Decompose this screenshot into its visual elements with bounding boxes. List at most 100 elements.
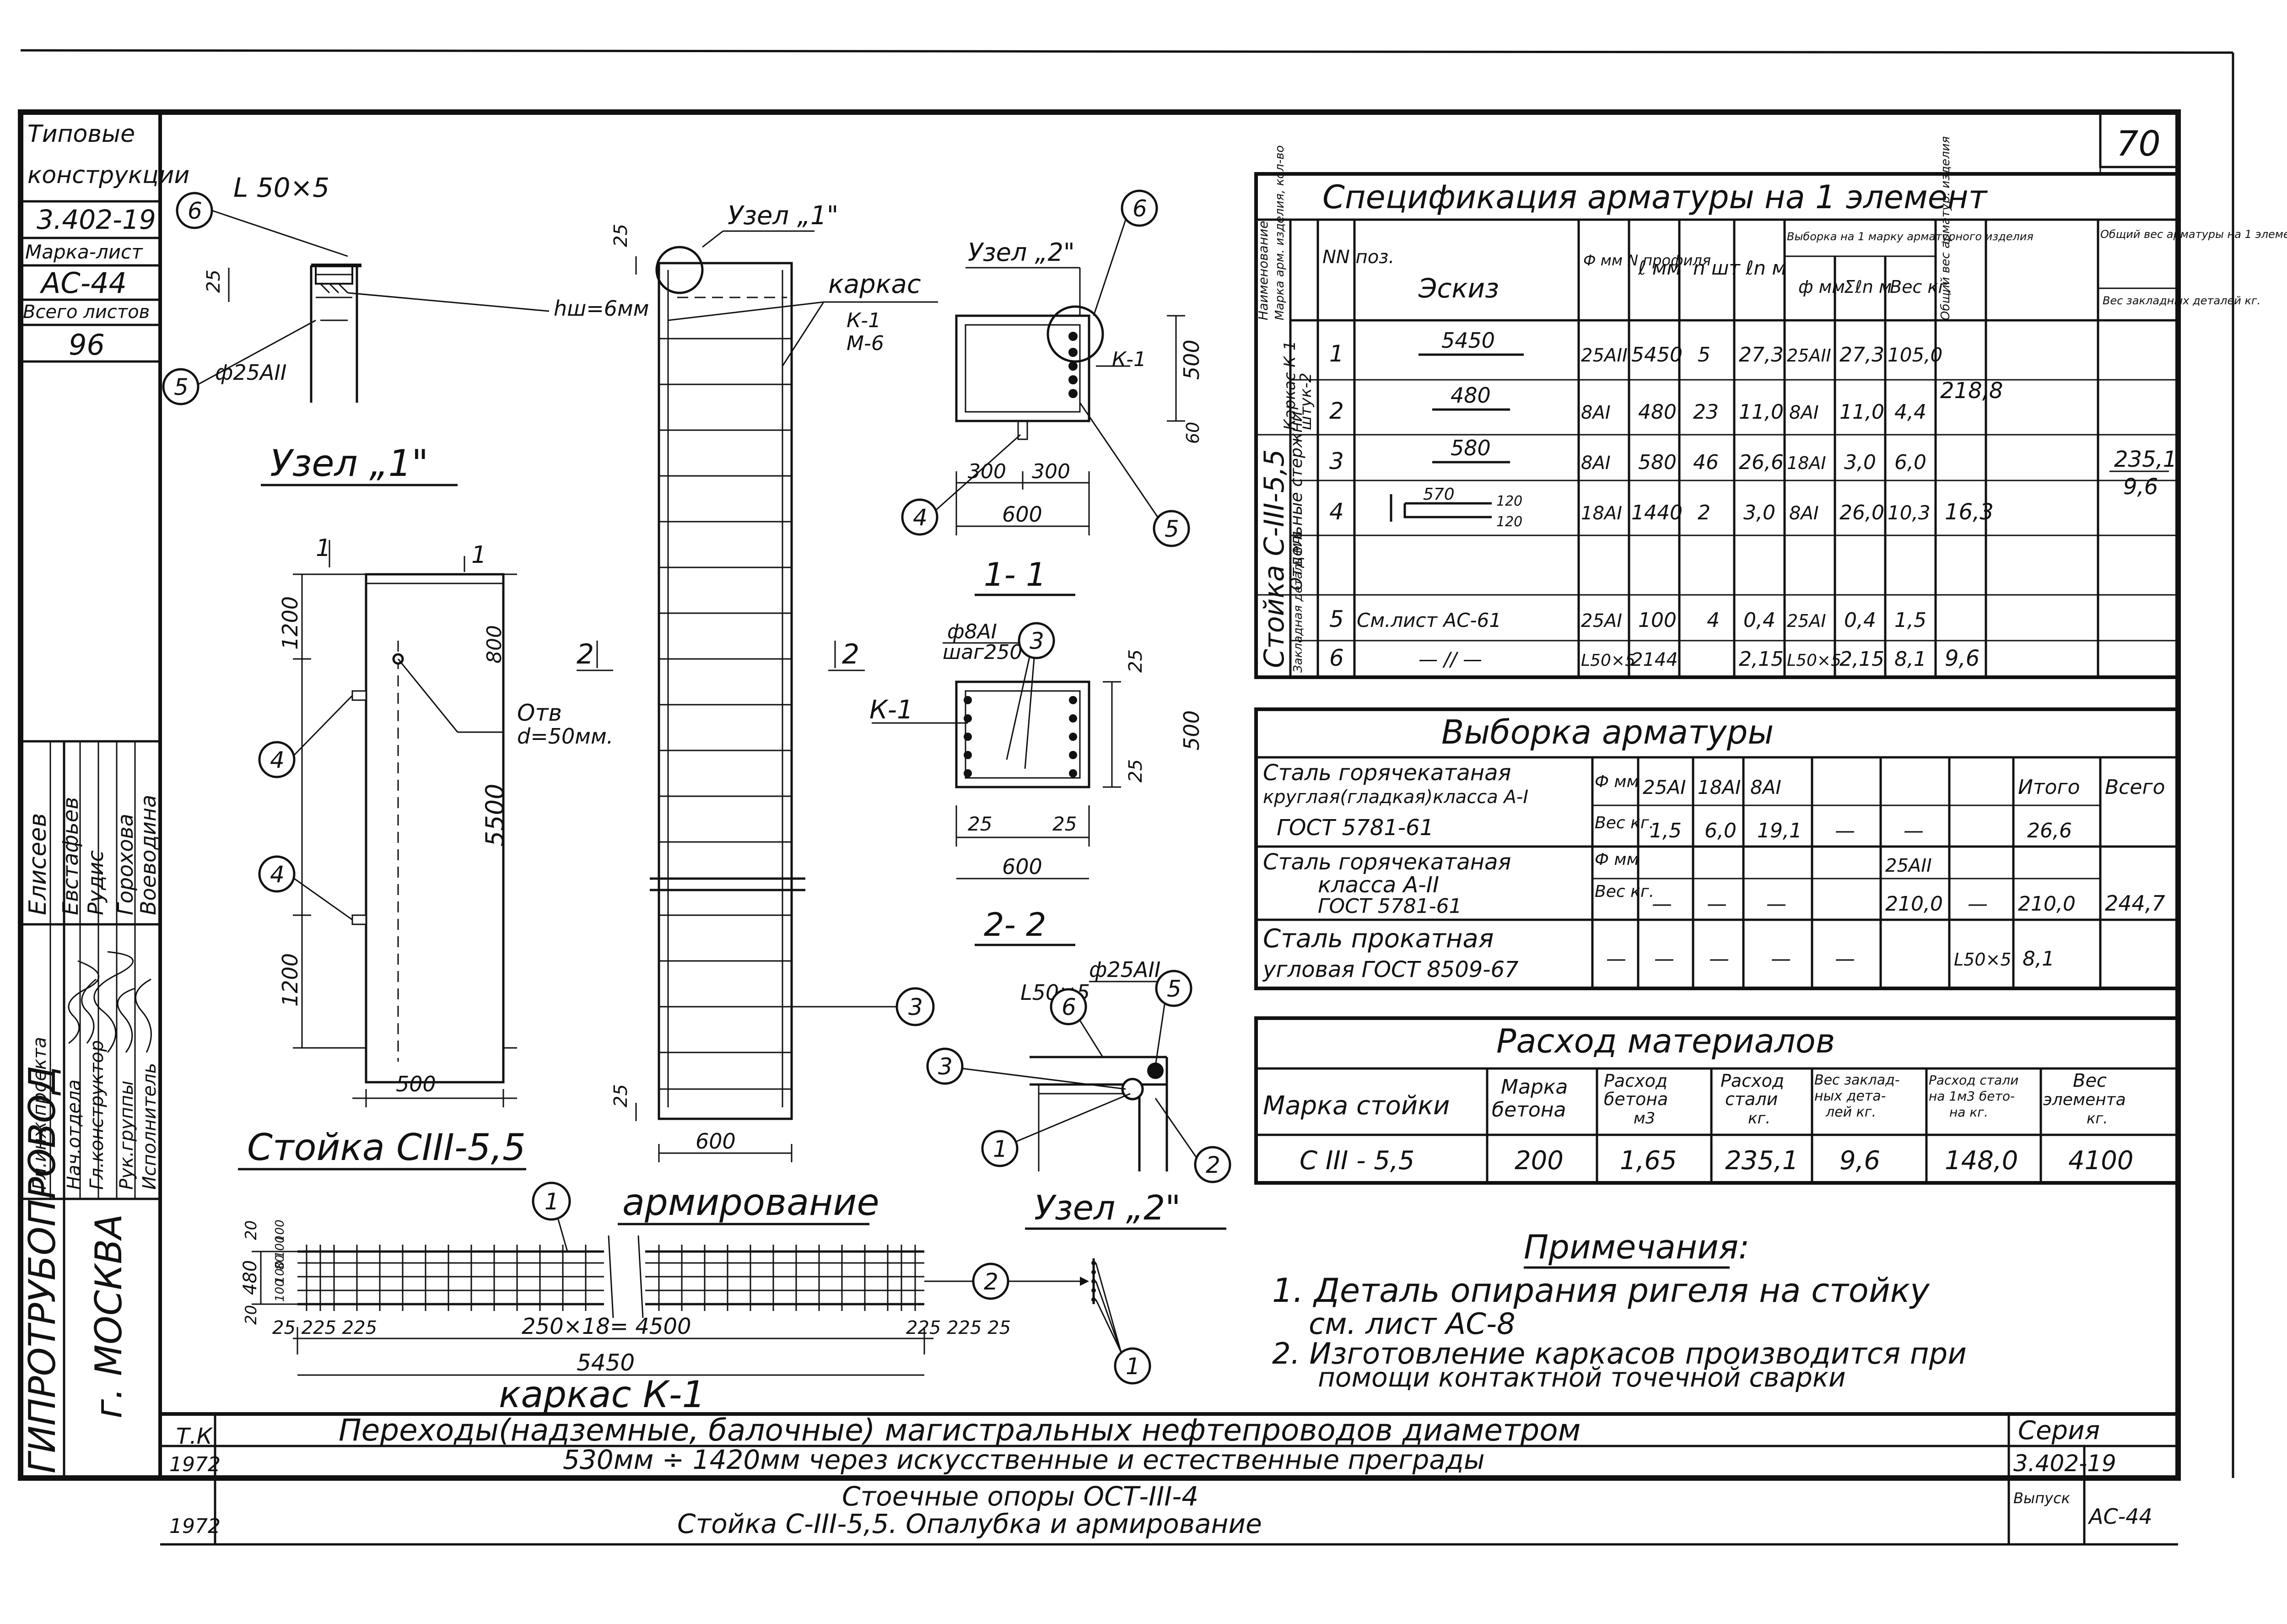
- vyb-v2-1: —: [1707, 892, 1727, 916]
- sec22-dim-25c: 25: [968, 813, 992, 835]
- spec-h-emb: Вес закладных деталей кг.: [2103, 294, 2260, 307]
- sec11-dim-500: 500: [1179, 340, 1204, 380]
- org-city: г. МОСКВА: [87, 1214, 130, 1419]
- spec-row-2: 2 480 8АI 480 23 11,0 8АI 11,0 4,4: [1329, 383, 1926, 424]
- rashod-v2: 1,65: [1620, 1146, 1677, 1176]
- stamp-line-5: АС-44: [39, 266, 127, 300]
- sec22-dim-25d: 25: [1052, 813, 1077, 835]
- title-sub-2: Стойка С-III-5,5. Опалубка и армирование: [677, 1508, 1262, 1539]
- spec-r2-l: 480: [1638, 400, 1677, 424]
- spec-group-4: Закладная деталь М-6: [1291, 531, 1305, 673]
- spec-r3-pos: 3: [1329, 448, 1344, 475]
- spec-r1-vw: 105,0: [1888, 344, 1942, 366]
- rashod-v5: 148,0: [1945, 1146, 2018, 1176]
- spec-r3-ln: 26,6: [1739, 451, 1784, 474]
- sec11-mark-6-text: 6: [1133, 195, 1147, 222]
- spec-r3-vl: 3,0: [1844, 451, 1876, 474]
- sig-name-4: Горохова: [113, 814, 138, 915]
- spec-r5-pos: 5: [1329, 606, 1344, 632]
- spec-w-218: 218,8: [1940, 378, 2003, 404]
- node2-mark-1: [981, 1130, 1019, 1167]
- rashod-v3: 235,1: [1725, 1146, 1798, 1176]
- rashod-h6b: на 1м3 бето-: [1929, 1089, 2015, 1104]
- vyb-d2: 25АII: [1885, 855, 1932, 876]
- node2-mark-3-text: 3: [938, 1053, 953, 1080]
- spec-h-ln: ℓn м: [1745, 257, 1786, 279]
- section-2-2: ф8АI шаг250 3 К-1 25 500 25 25 25 600 2-…: [869, 620, 1204, 946]
- node-2-detail: L50×5 ф25АII 6 5 3 1 2 Узел „2": [926, 957, 1231, 1230]
- sec22-mark-3: [1018, 622, 1055, 659]
- vyb-phi-2: Ф мм: [1595, 850, 1639, 869]
- rashod-h7c: кг.: [2087, 1110, 2108, 1127]
- cage-mark-2-text: 2: [984, 1268, 998, 1295]
- vyb-v2-4: —: [1968, 892, 1988, 916]
- rashod-row: С III - 5,5 200 1,65 235,1 9,6 148,0 410…: [1300, 1146, 2134, 1176]
- spec-r1-ln: 27,3: [1739, 343, 1784, 367]
- spec-group-1: Стойка С-III-5,5: [1258, 449, 1290, 668]
- vyb-v1-3: —: [1835, 819, 1855, 842]
- notes-title: Примечания:: [1524, 1228, 1749, 1266]
- cage-small-dim-5: 100: [273, 1219, 287, 1242]
- year-label: 1972: [169, 1453, 221, 1476]
- sec22-dim-600: 600: [1002, 854, 1042, 879]
- node2-mark-6-text: 6: [1062, 994, 1076, 1020]
- title-main-2: 530мм ÷ 1420мм через искусственные и ест…: [563, 1444, 1485, 1475]
- spec-row-4: 4 570 120 120 18АI 1440 2 3,0 8АI 26,0 1…: [1329, 485, 1931, 530]
- vyb-v2-3: 210,0: [1885, 892, 1943, 916]
- spec-w-163: 16,3: [1945, 499, 1994, 525]
- cage-dim-5450: 5450: [577, 1349, 635, 1376]
- spec-row-1: 1 5450 25АII 5450 5 27,3 25АII 27,3 105,…: [1329, 328, 1942, 367]
- spec-r5-vw: 1,5: [1894, 609, 1926, 632]
- spec-w-96: 9,6: [1945, 646, 1980, 671]
- spec-r1-d: 25АII: [1581, 345, 1628, 366]
- spec-r5-ln: 0,4: [1743, 609, 1775, 632]
- node2-mark-1-text: 1: [993, 1136, 1008, 1162]
- rashod-h4a: Расход: [1721, 1071, 1784, 1091]
- title-sub-1: Стоечные опоры ОСТ-III-4: [842, 1481, 1198, 1512]
- spec-total-1: 235,1: [2114, 447, 2177, 472]
- notes-n2b: помощи контактной точечной сварки: [1318, 1362, 1846, 1393]
- page-number: 70: [2116, 123, 2161, 164]
- vyb-phi-1: Ф мм: [1595, 772, 1639, 791]
- rashod-h2b: бетона: [1492, 1098, 1566, 1122]
- spec-r2-n: 23: [1693, 400, 1719, 424]
- stamp-line-1: Типовые: [27, 120, 135, 148]
- vyb-total: 244,7: [2105, 891, 2165, 916]
- reinf-sec-2b: 2: [842, 638, 859, 670]
- vyb-v3-1: —: [1654, 947, 1674, 971]
- rashod-v6: 4100: [2068, 1146, 2134, 1176]
- vyb-v3-3: —: [1771, 947, 1791, 971]
- column-hole-2: d=50мм.: [517, 724, 613, 749]
- series-value: 3.402-19: [2013, 1450, 2116, 1477]
- spec-r2-pos: 2: [1329, 398, 1344, 424]
- spec-h-diam: Ф мм N профиля: [1583, 252, 1711, 269]
- spec-r3-vw: 6,0: [1894, 451, 1926, 474]
- sec22-bar: ф8АI: [947, 620, 997, 643]
- cage-mark-1b-text: 1: [1126, 1353, 1140, 1380]
- spec-r6-vw: 8,1: [1894, 647, 1926, 671]
- node1-title: Узел „1": [270, 442, 428, 485]
- spec-h-vyb: Выборка на 1 марку арматурного изделия: [1787, 230, 2033, 243]
- cage-mark-1b: [1114, 1347, 1151, 1385]
- year-label-2: 1972: [169, 1515, 221, 1538]
- vyb-ves-2: Вес кг.: [1595, 882, 1654, 901]
- spec-r4-ln: 3,0: [1743, 501, 1775, 524]
- cage-dim-480: 480: [240, 1260, 261, 1295]
- node1-angle: L 50×5: [233, 172, 329, 203]
- spec-h-vl: Σℓn м: [1844, 277, 1892, 297]
- spec-r5-vl: 0,4: [1844, 609, 1876, 632]
- spec-r1-l: 5450: [1631, 343, 1683, 367]
- spec-sk4-a: 120: [1496, 493, 1522, 509]
- sec11-node2-ref: Узел „2": [968, 238, 1075, 267]
- spec-title: Спецификация арматуры на 1 элемент: [1322, 178, 1988, 216]
- reinf-title: армирование: [622, 1181, 879, 1224]
- node2-mark-5: [1155, 970, 1192, 1007]
- rashod-h7b: элемента: [2043, 1090, 2126, 1109]
- spec-r4-n: 2: [1698, 501, 1710, 524]
- spec-r1-pos: 1: [1329, 340, 1344, 367]
- spec-r6-d: L50×5: [1581, 651, 1635, 670]
- sec11-dim-300b: 300: [1032, 460, 1070, 483]
- reinf-dim-25-bot: 25: [610, 1084, 631, 1107]
- spec-r2-sk: 480: [1451, 383, 1491, 408]
- section-1-1: 6 Узел „2" К-1 500 60 300 300 600 4 5 1-…: [901, 189, 1204, 596]
